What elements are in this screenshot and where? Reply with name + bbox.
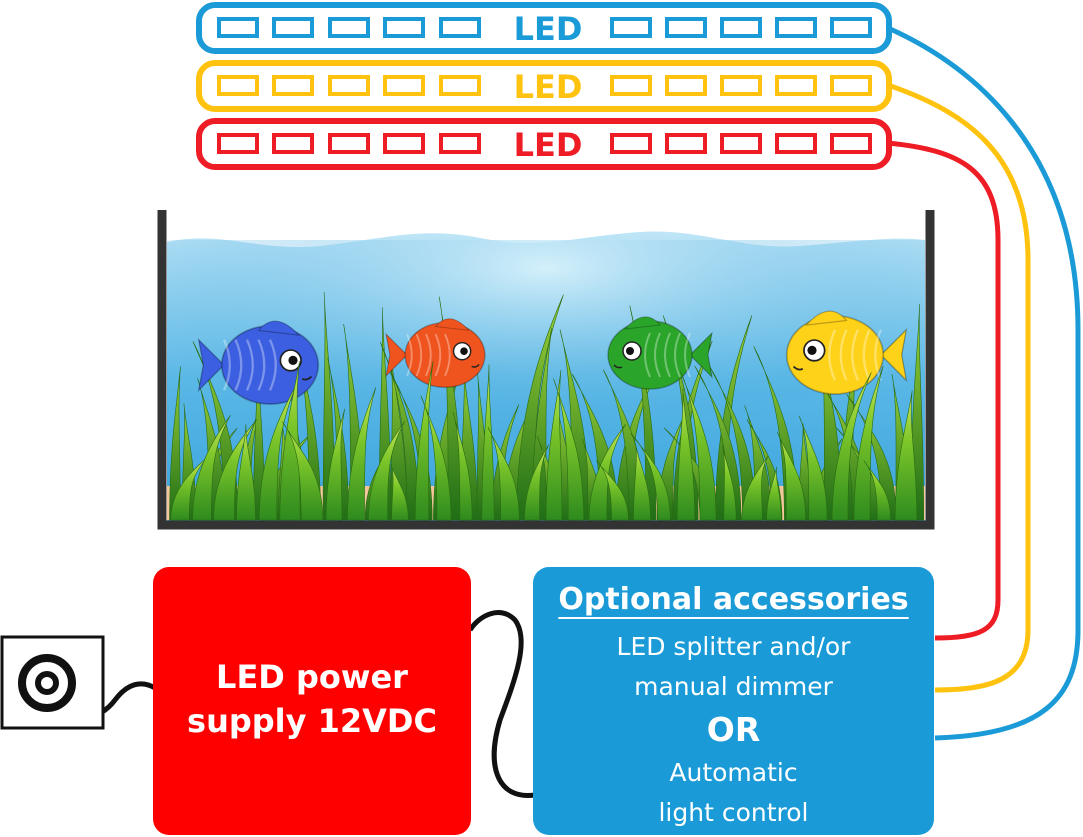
seagrass-blade <box>236 424 256 521</box>
led-strip: LED <box>196 118 892 170</box>
seagrass-blade <box>894 390 918 521</box>
yellow-fish <box>785 310 908 395</box>
led-chip <box>217 133 259 154</box>
led-chip <box>720 17 762 38</box>
led-chip <box>439 75 481 96</box>
led-chip <box>328 133 370 154</box>
led-chip <box>830 17 872 38</box>
seagrass-blade <box>347 387 377 521</box>
yellow-led-cable <box>887 82 1031 693</box>
led-chip <box>439 17 481 38</box>
power-supply-line1: LED power <box>216 658 408 696</box>
seagrass-blade <box>414 360 434 521</box>
seagrass-blade <box>744 405 772 521</box>
seagrass-blade <box>169 366 181 521</box>
led-chip <box>217 75 259 96</box>
led-chip <box>328 17 370 38</box>
seagrass-blade <box>545 370 563 521</box>
led-chip <box>383 133 425 154</box>
led-chip <box>775 75 817 96</box>
led-chip <box>720 75 762 96</box>
red-led-cable <box>887 140 1001 641</box>
seagrass-blade <box>596 460 629 521</box>
seagrass-blade <box>379 341 420 521</box>
psu-to-accessories-cable <box>467 610 536 799</box>
seagrass-blade <box>282 421 324 521</box>
green-fish <box>607 316 713 390</box>
seagrass-blade <box>633 442 651 521</box>
accessories-line3: Automatic <box>669 758 798 787</box>
seagrass-blade <box>741 455 769 521</box>
led-strip-label: LED <box>514 68 583 106</box>
led-strip-label: LED <box>514 126 583 164</box>
led-chip <box>665 17 707 38</box>
seagrass-blade <box>863 460 891 521</box>
seagrass-blade <box>420 395 452 521</box>
led-chip <box>217 17 259 38</box>
seagrass-blade <box>487 427 520 521</box>
led-chip <box>383 17 425 38</box>
seagrass-blade <box>766 466 782 521</box>
seagrass-blade <box>553 378 585 521</box>
led-chip <box>665 133 707 154</box>
tank-frame <box>157 210 935 530</box>
led-strip: LED <box>196 2 892 54</box>
seagrass-blade <box>588 423 626 521</box>
led-chip <box>610 17 652 38</box>
seagrass-blade <box>680 370 717 521</box>
seagrass-blade <box>452 411 473 521</box>
led-chip <box>272 75 314 96</box>
accessories-box: Optional accessories LED splitter and/or… <box>533 567 934 835</box>
led-chip <box>610 133 652 154</box>
led-chip <box>830 75 872 96</box>
led-strip: LED <box>196 60 892 112</box>
seagrass-blade <box>524 444 550 521</box>
seagrass-blade <box>390 464 409 521</box>
accessories-or: OR <box>706 710 761 749</box>
seagrass-blade <box>776 431 806 521</box>
seagrass-blade <box>192 414 231 521</box>
led-chip <box>439 133 481 154</box>
led-chip <box>610 75 652 96</box>
seagrass-blade <box>722 445 737 521</box>
accessories-line1: LED splitter and/or <box>616 632 851 661</box>
seagrass-blade <box>630 433 671 521</box>
blue-fish <box>197 320 320 405</box>
seagrass-blade <box>481 364 495 521</box>
seagrass-blade <box>629 305 657 521</box>
blue-led-cable <box>886 25 1081 741</box>
seagrass-blade <box>325 408 345 521</box>
accessories-line4: light control <box>658 798 809 827</box>
led-chip <box>272 17 314 38</box>
seagrass-blade <box>798 415 828 521</box>
accessories-heading: Optional accessories <box>558 582 909 617</box>
led-chip <box>272 133 314 154</box>
led-strip-label: LED <box>514 10 583 48</box>
seagrass-blade <box>368 420 406 521</box>
led-chip <box>720 133 762 154</box>
seagrass-blade <box>831 372 872 521</box>
power-supply-box: LED power supply 12VDC <box>153 567 471 835</box>
led-chip <box>665 75 707 96</box>
power-outlet-icon <box>0 635 105 730</box>
power-supply-line2: supply 12VDC <box>187 702 437 740</box>
led-chip <box>830 133 872 154</box>
led-chip <box>328 75 370 96</box>
seagrass-blade <box>846 394 897 521</box>
aquarium <box>157 210 935 530</box>
led-chip <box>383 75 425 96</box>
orange-fish <box>385 318 486 389</box>
seagrass-blade <box>676 388 696 521</box>
seagrass-blade <box>213 419 257 521</box>
led-chip <box>775 17 817 38</box>
accessories-line2: manual dimmer <box>634 672 833 701</box>
led-chip <box>775 133 817 154</box>
